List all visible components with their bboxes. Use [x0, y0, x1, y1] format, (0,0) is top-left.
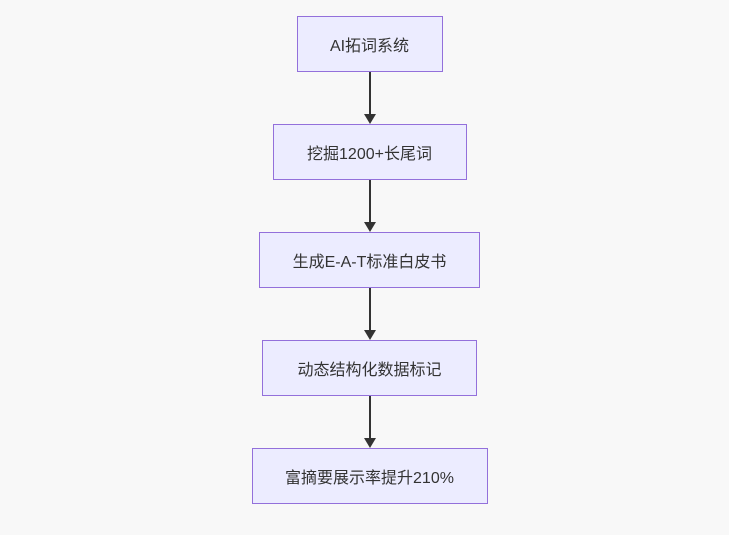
arrow-head-icon	[363, 114, 376, 124]
node-label-longtail-mining: 挖掘1200+长尾词	[307, 146, 432, 163]
arrow-line	[368, 288, 371, 331]
node-label-structured-data-markup: 动态结构化数据标记	[297, 362, 442, 379]
arrow-line	[368, 396, 371, 439]
flow-node-longtail-mining: 挖掘1200+长尾词	[272, 124, 467, 180]
arrow-head-icon	[363, 438, 376, 448]
flow-edge-3	[363, 288, 376, 340]
flow-node-structured-data-markup: 动态结构化数据标记	[262, 340, 477, 396]
node-label-eat-whitepaper: 生成E-A-T标准白皮书	[292, 254, 447, 271]
arrow-head-icon	[363, 330, 376, 340]
flow-node-rich-snippet-result: 富摘要展示率提升210%	[251, 448, 488, 504]
flow-node-ai-keyword-system: AI拓词系统	[296, 16, 443, 72]
flowchart-column: AI拓词系统 挖掘1200+长尾词 生成E-A-T标准白皮书 动态结构化数据标记	[251, 16, 488, 504]
flow-edge-2	[363, 180, 376, 232]
flow-node-eat-whitepaper: 生成E-A-T标准白皮书	[259, 232, 480, 288]
arrow-line	[368, 72, 371, 115]
flow-edge-4	[363, 396, 376, 448]
arrow-line	[368, 180, 371, 223]
node-label-rich-snippet-result: 富摘要展示率提升210%	[285, 470, 454, 487]
arrow-head-icon	[363, 222, 376, 232]
node-label-ai-keyword-system: AI拓词系统	[329, 38, 410, 55]
flow-edge-1	[363, 72, 376, 124]
